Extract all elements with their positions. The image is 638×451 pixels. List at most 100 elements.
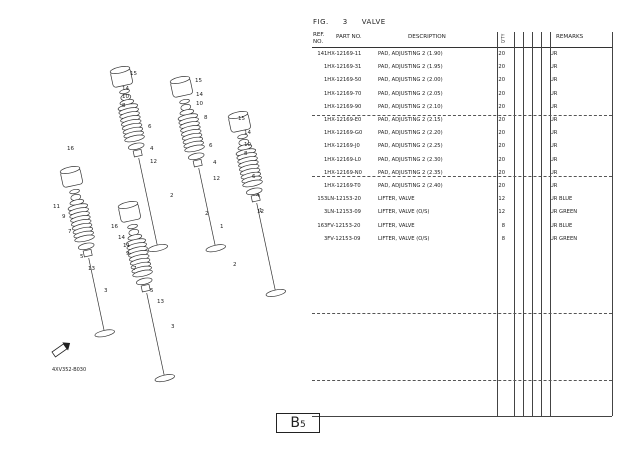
- description-cell: PAD, ADJUSTING 2 (1.90): [378, 51, 443, 57]
- quantity-cell: 20: [498, 143, 505, 150]
- valve-spring-coil: [132, 269, 153, 278]
- quantity-cell: 20: [498, 169, 505, 176]
- callout-number: 11: [123, 243, 130, 249]
- callout-number: 6: [209, 143, 213, 149]
- valve-spring-coil: [74, 234, 95, 243]
- callout-number: 15: [130, 71, 137, 77]
- part-number-cell: 1HX-12169-90: [324, 103, 362, 110]
- part-number-cell: 1HX-12169-T0: [324, 183, 361, 189]
- part-number-cell: 3LN-12153-09: [324, 209, 361, 216]
- quantity-cell: 20: [498, 103, 505, 110]
- callout-number: 15: [195, 78, 202, 84]
- remarks-cell: UR GREEN: [550, 235, 578, 242]
- description-cell: PAD, ADJUSTING 2 (2.15): [378, 117, 443, 123]
- lifter-top: [117, 201, 139, 209]
- valve-spring-coil: [184, 144, 205, 153]
- description-cell: LIFTER, VALVE: [378, 222, 415, 229]
- figure-name: VALVE: [361, 18, 386, 26]
- quantity-cell: 12: [498, 196, 505, 203]
- callout-number: 2: [233, 262, 237, 268]
- front-arrow-icon: [51, 342, 71, 358]
- remarks-cell: UR BLUE: [550, 222, 573, 229]
- callout-number: 3: [104, 288, 108, 294]
- callout-number: 7: [133, 266, 137, 272]
- figure-code: 4XV352-B030: [52, 367, 87, 373]
- remarks-cell: UR: [550, 183, 558, 189]
- callout-number: 14: [196, 92, 203, 98]
- valve-stem-seal: [250, 193, 261, 203]
- remarks-cell: UR BLUE: [550, 196, 573, 203]
- lifter-top: [169, 76, 191, 84]
- remarks-cell: UR: [550, 51, 558, 57]
- quantity-cell: 20: [498, 64, 505, 71]
- callout-number: 1: [220, 224, 224, 230]
- table-header: REF. NO. PART NO. DESCRIPTION Q'TY REMAR…: [312, 32, 612, 48]
- valve-head: [205, 244, 226, 253]
- callout-number: 9: [62, 214, 66, 220]
- quantity-cell: 20: [498, 51, 505, 57]
- lifter-top: [227, 111, 249, 119]
- part-number-cell: 3LN-12153-20: [324, 196, 361, 203]
- description-cell: PAD, ADJUSTING 2 (2.00): [378, 77, 443, 84]
- callout-number: 8: [244, 151, 248, 157]
- valve-head: [265, 289, 286, 297]
- valve-spring-coil: [242, 179, 263, 188]
- valve-stem-seal: [140, 283, 151, 293]
- lifter-top: [59, 166, 81, 174]
- valve-stem: [146, 292, 165, 377]
- col-part-header: PART NO.: [336, 34, 362, 40]
- adjusting-pad: [69, 188, 80, 195]
- callout-number: 10: [122, 94, 129, 100]
- part-number-cell: 1HX-12169-11: [324, 51, 362, 57]
- description-cell: PAD, ADJUSTING 2 (2.40): [378, 183, 443, 189]
- quantity-cell: 20: [498, 156, 505, 163]
- adjusting-pad: [119, 88, 130, 95]
- adjusting-pad: [127, 223, 138, 230]
- description-cell: PAD, ADJUSTING 2 (1.95): [378, 64, 443, 71]
- valve-assembly: [117, 201, 175, 383]
- part-number-cell: 1HX-12169-E0: [324, 117, 362, 123]
- part-number-cell: 1HX-12169-L0: [324, 156, 361, 163]
- ref-cell: 16: [317, 222, 324, 229]
- quantity-cell: 20: [498, 117, 505, 123]
- callout-number: 14: [118, 235, 125, 241]
- remarks-cell: UR: [550, 103, 558, 110]
- ref-cell: 15: [317, 196, 324, 203]
- part-number-cell: 3FV-12153-20: [324, 222, 361, 229]
- callout-number: 12: [257, 209, 264, 215]
- remarks-cell: UR: [550, 169, 558, 176]
- description-cell: PAD, ADJUSTING 2 (2.30): [378, 156, 443, 163]
- callout-number: 9: [126, 251, 130, 257]
- valve-stem: [198, 167, 216, 247]
- quantity-cell: 20: [498, 183, 505, 189]
- callout-number: 6: [252, 174, 256, 180]
- quantity-cell: 20: [498, 90, 505, 97]
- description-cell: LIFTER, VALVE (O/S): [378, 235, 430, 242]
- figure-label: FIG.: [313, 18, 329, 26]
- page-letter: B: [290, 415, 300, 431]
- remarks-cell: UR: [550, 156, 558, 163]
- spring-seat: [78, 242, 95, 251]
- part-number-cell: 1HX-12169-N0: [324, 169, 362, 176]
- part-number-cell: 3FV-12153-09: [324, 235, 361, 242]
- part-number-cell: 1HX-12169-J0: [324, 143, 360, 150]
- ref-cell: 14: [317, 51, 324, 57]
- spring-seat: [246, 187, 263, 196]
- callout-number: 3: [171, 324, 175, 330]
- remarks-cell: UR GREEN: [550, 209, 578, 216]
- callout-number: 16: [111, 224, 118, 230]
- spring-seat: [136, 277, 153, 286]
- valve-assembly: [227, 111, 286, 297]
- valve-head: [94, 329, 115, 338]
- col-ref-header: REF. NO.: [313, 32, 325, 45]
- callout-number: 5: [80, 254, 84, 260]
- callout-number: 13: [157, 299, 164, 305]
- callout-number: 14: [122, 86, 129, 92]
- col-desc-header: DESCRIPTION: [408, 34, 446, 40]
